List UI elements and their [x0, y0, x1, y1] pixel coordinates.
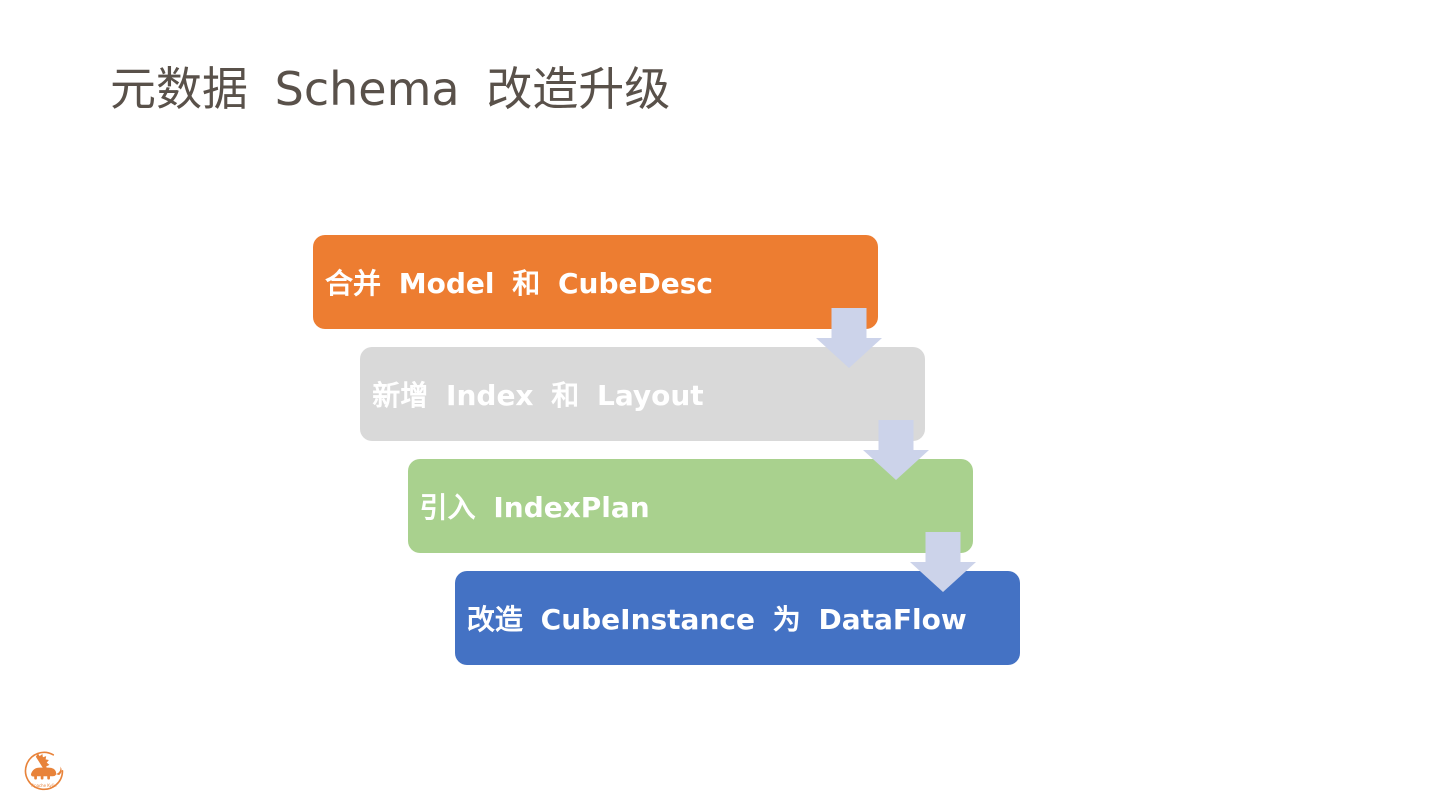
slide-title: 元数据 Schema 改造升级 [110, 62, 671, 116]
apache-kylin-logo: Apache Kylin [20, 748, 68, 798]
down-arrow-icon [862, 420, 929, 480]
step-box-2: 新增 Index 和 Layout [360, 347, 926, 441]
step-label: 引入 IndexPlan [419, 491, 650, 524]
step-box-4: 改造 CubeInstance 为 DataFlow [454, 571, 1020, 665]
step-box-1: 合并 Model 和 CubeDesc [313, 235, 878, 329]
step-box-3: 引入 IndexPlan [407, 459, 973, 553]
kylin-creature-icon: Apache Kylin [24, 751, 64, 791]
step-label: 新增 Index 和 Layout [372, 379, 704, 412]
step-label: 改造 CubeInstance 为 DataFlow [466, 603, 967, 636]
step-label: 合并 Model 和 CubeDesc [325, 267, 713, 300]
down-arrow-icon [815, 308, 882, 368]
logo-text: Apache Kylin [31, 783, 57, 788]
down-arrow-icon [910, 532, 977, 592]
